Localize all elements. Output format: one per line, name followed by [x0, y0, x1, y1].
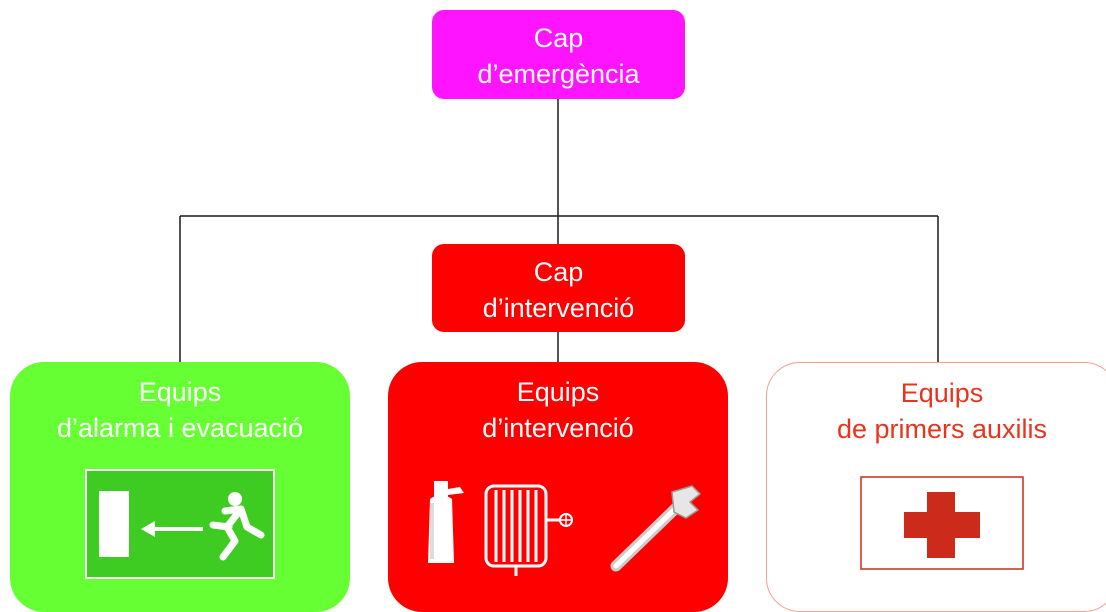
intervention-head-box: Cap d’intervenció: [432, 244, 685, 332]
emergency-head-line2: d’emergència: [477, 59, 640, 89]
alarm-team-line1: Equips: [138, 377, 222, 407]
intervention-team-box: Equips d’intervenció: [388, 362, 728, 612]
intervention-team-line1: Equips: [516, 377, 600, 407]
emergency-head-line1: Cap: [533, 23, 584, 53]
emergency-exit-sign-icon: [85, 469, 275, 579]
intervention-head-line2: d’intervenció: [482, 293, 635, 323]
alarm-team-line2: d’alarma i evacuació: [56, 413, 304, 443]
wrench-icon: [610, 485, 702, 572]
alarm-evacuation-team-box: Equips d’alarma i evacuació: [10, 362, 350, 612]
first-aid-team-line1: Equips: [900, 378, 984, 408]
fire-hose-reel-icon: [484, 484, 573, 576]
intervention-head-line1: Cap: [533, 257, 584, 287]
first-aid-team-box: Equips de primers auxilis: [766, 362, 1106, 612]
red-cross-icon: [860, 476, 1024, 570]
fire-extinguisher-icon: [428, 481, 464, 563]
intervention-team-line2: d’intervenció: [482, 413, 634, 443]
emergency-head-box: Cap d’emergència: [432, 10, 685, 99]
first-aid-team-line2: de primers auxilis: [836, 414, 1048, 444]
